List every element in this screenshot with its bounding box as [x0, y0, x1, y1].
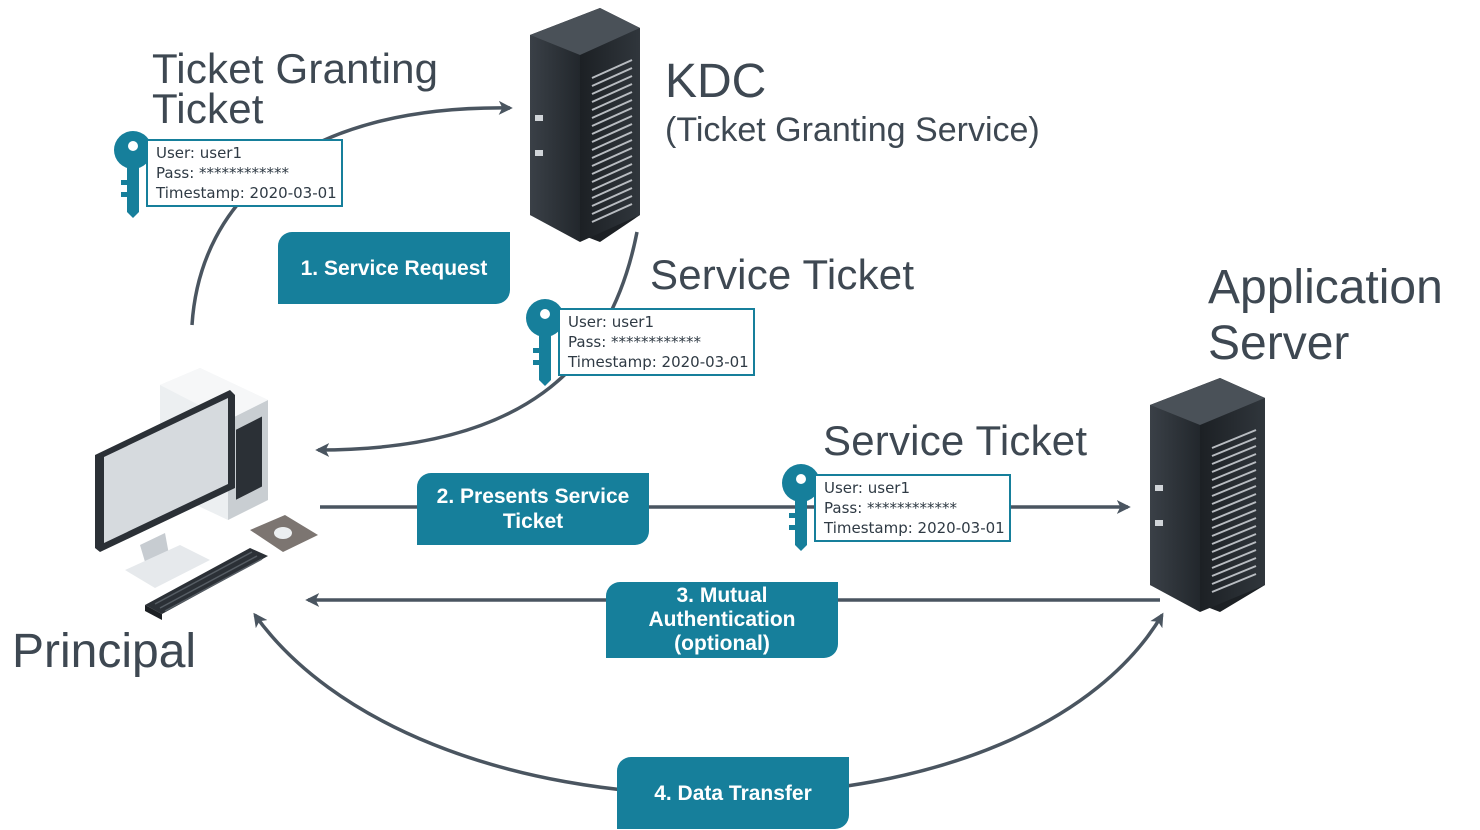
ticket-pass: Pass: ************	[156, 164, 290, 182]
app-server-label-line2: Server	[1208, 317, 1350, 370]
kdc-server-icon	[530, 8, 640, 242]
ticket-card-tgt: User: user1 Pass: ************ Timestamp…	[146, 139, 343, 207]
tgt-label-line2: Ticket	[152, 85, 264, 132]
ticket-pass: Pass: ************	[568, 333, 702, 351]
mouse-icon	[250, 515, 318, 552]
keyboard-icon	[145, 548, 268, 620]
step-1-label: 1. Service Request	[300, 256, 488, 280]
step-2-label-line1: 2. Presents Service	[436, 485, 630, 508]
ticket-timestamp: Timestamp: 2020-03-01	[156, 184, 337, 202]
step-3-mutual-authentication: 3. Mutual Authentication (optional)	[606, 582, 838, 658]
application-server-icon	[1150, 378, 1265, 612]
kdc-title: KDC	[665, 55, 767, 108]
ticket-user: User: user1	[824, 479, 911, 497]
principal-label: Principal	[12, 625, 197, 678]
step-1-service-request: 1. Service Request	[278, 232, 510, 304]
service-ticket-label-2: Service Ticket	[823, 417, 1088, 464]
app-server-label-line1: Application	[1208, 261, 1443, 314]
key-icon	[526, 299, 564, 386]
kdc-subtitle: (Ticket Granting Service)	[665, 111, 1040, 149]
ticket-timestamp: Timestamp: 2020-03-01	[824, 519, 1005, 537]
step-2-label-line2: Ticket	[502, 510, 564, 533]
ticket-user: User: user1	[568, 313, 655, 331]
key-icon	[114, 131, 152, 218]
ticket-pass: Pass: ************	[824, 499, 958, 517]
ticket-user: User: user1	[156, 144, 243, 162]
step-3-label-line2: Authentication	[648, 608, 796, 631]
step-3-label-line3: (optional)	[674, 632, 770, 655]
desktop-computer-icon	[95, 368, 318, 620]
key-icon	[782, 464, 820, 551]
step-3-label-line1: 3. Mutual	[676, 584, 768, 607]
step-4-label: 4. Data Transfer	[654, 781, 812, 805]
service-ticket-label-1: Service Ticket	[650, 251, 915, 298]
tgt-label-line1: Ticket Granting	[152, 45, 439, 92]
ticket-timestamp: Timestamp: 2020-03-01	[568, 353, 749, 371]
ticket-card-service-2: User: user1 Pass: ************ Timestamp…	[814, 474, 1011, 542]
step-2-presents-service-ticket: 2. Presents Service Ticket	[417, 473, 649, 545]
arrow-service-ticket-return	[315, 231, 639, 457]
ticket-card-service-1: User: user1 Pass: ************ Timestamp…	[558, 308, 755, 376]
step-4-data-transfer: 4. Data Transfer	[617, 757, 849, 829]
